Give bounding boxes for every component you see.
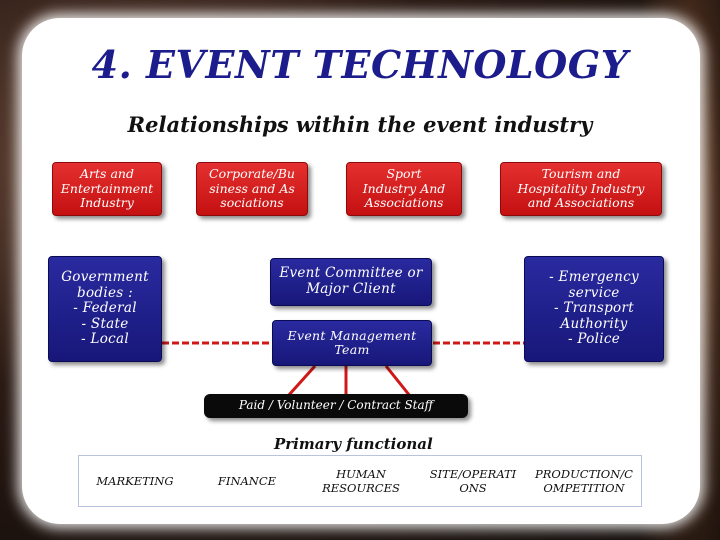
site-line-1: SITE/OPERATI <box>429 467 517 482</box>
box-event-committee: Event Committee or Major Client <box>270 258 432 306</box>
production-line-1: PRODUCTION/C <box>535 467 633 482</box>
gov-line-2: bodies : <box>77 284 133 301</box>
primary-functional-label: Primary functional <box>274 435 433 453</box>
gov-line-4: - State <box>81 315 129 332</box>
box-arts-entertainment-label: Arts and Entertainment Industry <box>60 166 154 211</box>
emergency-line-2: service <box>568 284 620 301</box>
finance-line-1: FINANCE <box>217 474 277 489</box>
box-arts-entertainment: Arts and Entertainment Industry <box>52 162 162 216</box>
box-corporate-business: Corporate/Business and Associations <box>196 162 308 216</box>
hr-line-2: RESOURCES <box>322 481 400 495</box>
connector-staff-left <box>286 364 317 398</box>
emergency-line-4: Authority <box>560 315 628 332</box>
hr-line-1: HUMAN <box>336 467 386 482</box>
functional-cell-production-competition: PRODUCTION/C OMPETITION <box>531 456 637 508</box>
committee-line-1: Event Committee or <box>279 265 423 282</box>
box-event-management-team: Event Management Team <box>272 320 432 366</box>
box-sport-industry-label: Sport Industry And Associations <box>362 166 446 211</box>
gov-line-5: - Local <box>81 331 129 348</box>
box-corporate-business-label: Corporate/Business and Associations <box>209 166 295 211</box>
emergency-line-3: - Transport <box>554 300 634 317</box>
functional-cell-human-resources: HUMAN RESOURCES <box>311 456 411 508</box>
slide-title: 4. EVENT TECHNOLOGY <box>91 42 629 87</box>
connector-staff-right <box>384 365 412 397</box>
site-line-2: ONS <box>459 481 487 495</box>
management-line-1: Event Management <box>287 327 417 343</box>
functional-cell-site-operations: SITE/OPERATI ONS <box>423 456 523 508</box>
production-line-2: OMPETITION <box>543 481 625 495</box>
staff-bar-label: Paid / Volunteer / Contract Staff <box>238 398 434 413</box>
gov-line-1: Government <box>61 269 149 286</box>
marketing-line-1: MARKETING <box>96 474 174 489</box>
box-tourism-hospitality: Tourism and Hospitality Industry and Ass… <box>500 162 662 216</box>
functional-table: MARKETING FINANCE HUMAN RESOURCES SITE/O… <box>78 455 642 507</box>
box-emergency-services: - Emergency service - Transport Authorit… <box>524 256 664 362</box>
box-sport-industry: Sport Industry And Associations <box>346 162 462 216</box>
staff-bar: Paid / Volunteer / Contract Staff <box>204 394 468 418</box>
box-government-bodies: Government bodies : - Federal - State - … <box>48 256 162 362</box>
functional-cell-marketing: MARKETING <box>83 456 187 508</box>
gov-line-3: - Federal <box>73 300 137 317</box>
committee-line-2: Major Client <box>306 281 396 297</box>
box-tourism-hospitality-label: Tourism and Hospitality Industry and Ass… <box>517 166 645 211</box>
management-line-2: Team <box>334 342 370 357</box>
emergency-line-1: - Emergency <box>549 269 639 286</box>
functional-cell-finance: FINANCE <box>199 456 295 508</box>
emergency-line-5: - Police <box>567 331 621 348</box>
slide-subtitle: Relationships within the event industry <box>127 112 593 137</box>
